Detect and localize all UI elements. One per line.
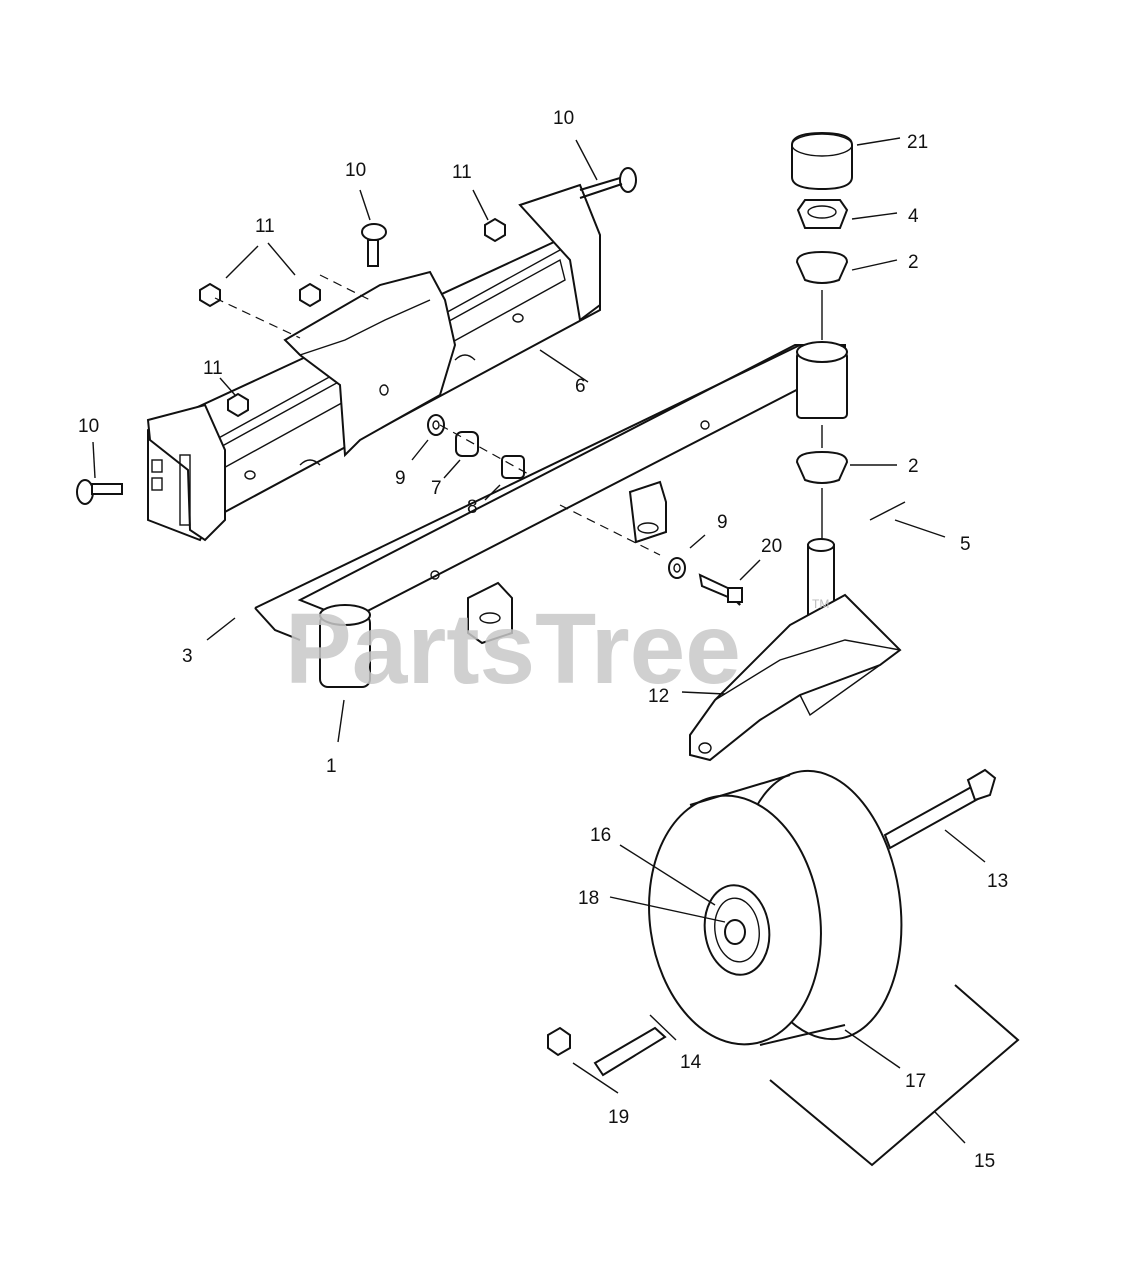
part-label: 6 bbox=[575, 376, 586, 397]
part-label: 19 bbox=[608, 1107, 629, 1128]
part-label: 15 bbox=[974, 1151, 995, 1172]
wheel-fork bbox=[689, 538, 902, 762]
frame-bracket-assembly bbox=[146, 183, 601, 542]
part-label: 9 bbox=[717, 512, 728, 533]
part-label: 9 bbox=[395, 468, 406, 489]
part-label: 11 bbox=[452, 162, 472, 183]
part-label: 20 bbox=[761, 536, 782, 557]
fastener-hardware bbox=[76, 167, 743, 606]
part-label: 11 bbox=[255, 216, 275, 237]
wheel-assembly bbox=[547, 768, 997, 1077]
part-label: 8 bbox=[467, 497, 478, 518]
part-label: 7 bbox=[431, 478, 442, 499]
watermark: PartsTree TM bbox=[285, 593, 829, 705]
watermark-text: PartsTree bbox=[285, 593, 741, 705]
part-label: 3 bbox=[182, 646, 193, 667]
part-label: 14 bbox=[680, 1052, 702, 1073]
part-label: 2 bbox=[908, 456, 919, 477]
part-label: 21 bbox=[907, 132, 928, 153]
part-number-labels: 1 2 2 3 4 5 6 7 8 9 9 10 10 10 11 11 11 … bbox=[78, 108, 1008, 1172]
watermark-trademark: TM bbox=[812, 597, 829, 611]
part-label: 16 bbox=[590, 825, 611, 846]
part-label: 5 bbox=[960, 534, 971, 555]
spindle-hardware bbox=[791, 131, 906, 540]
part-label: 4 bbox=[908, 206, 919, 227]
part-label: 1 bbox=[326, 756, 337, 777]
part-label: 11 bbox=[203, 358, 223, 379]
part-label: 18 bbox=[578, 888, 599, 909]
part-label: 10 bbox=[553, 108, 574, 129]
part-label: 17 bbox=[905, 1071, 926, 1092]
part-label: 12 bbox=[648, 686, 669, 707]
part-label: 2 bbox=[908, 252, 919, 273]
leader-lines bbox=[92, 137, 1020, 1167]
part-label: 10 bbox=[78, 416, 99, 437]
front-axle bbox=[254, 341, 848, 688]
part-label: 10 bbox=[345, 160, 366, 181]
part-label: 13 bbox=[987, 871, 1008, 892]
